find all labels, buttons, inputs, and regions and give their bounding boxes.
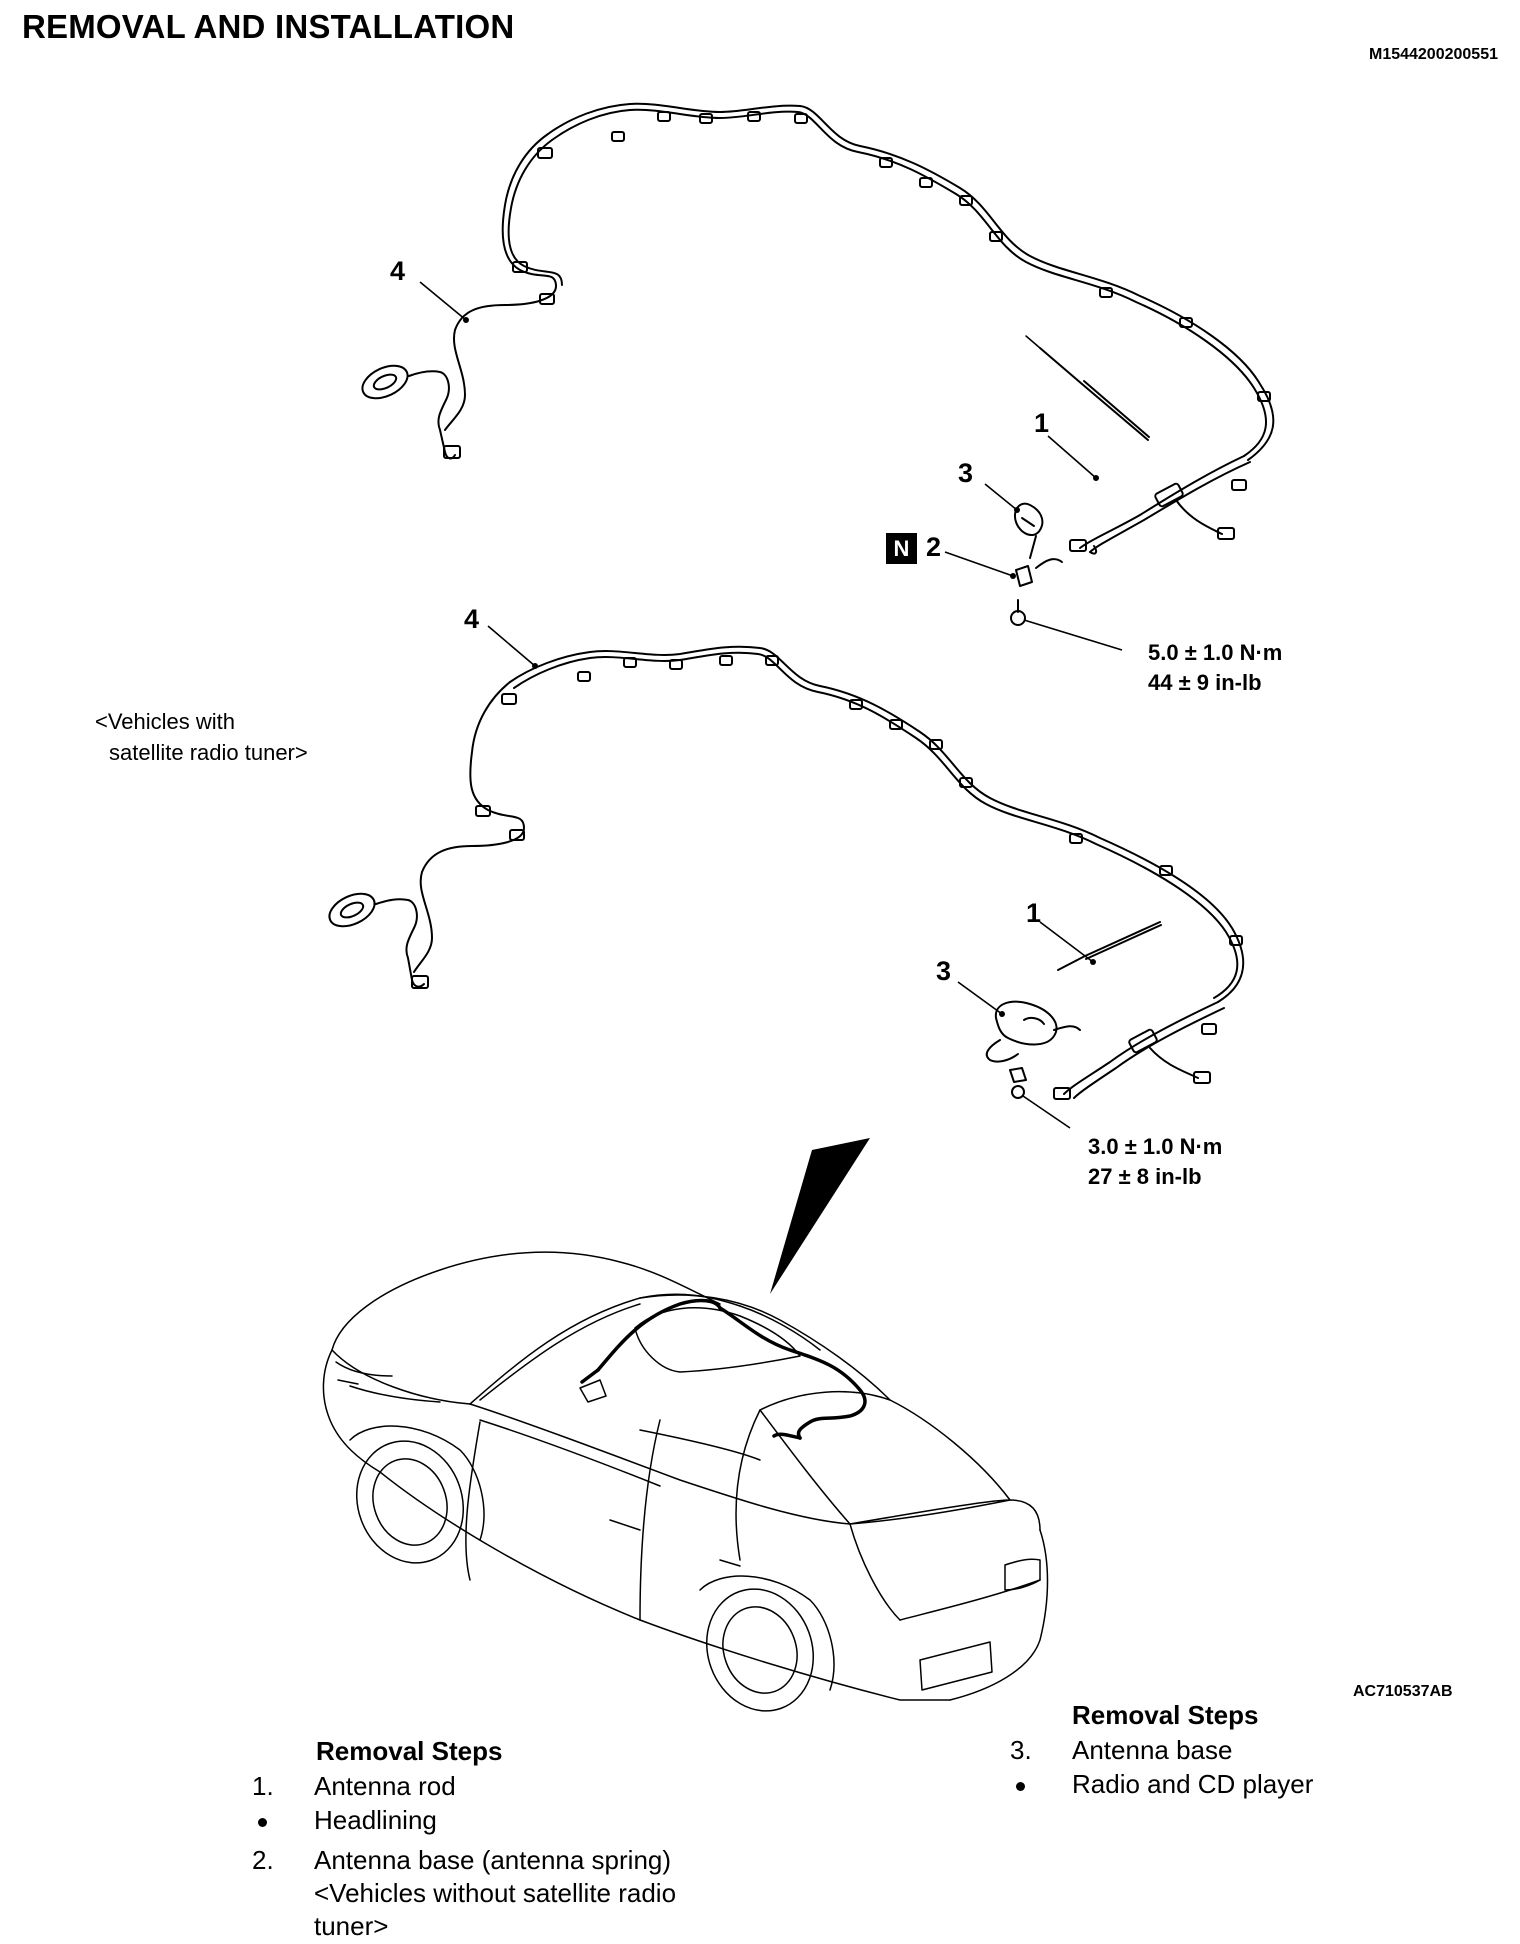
step-text: Antenna base (antenna spring) <Vehicles … [314,1845,677,1941]
bullet-icon [1016,1782,1025,1791]
step-text: Antenna base [1072,1735,1233,1765]
lower-torque-nm: 3.0 ± 1.0 N·m [1088,1134,1223,1159]
lower-antenna-base [985,1000,1081,1063]
upper-callout-3: 3 [958,458,974,488]
lower-antenna-harness [328,645,1245,1100]
variant-label: <Vehicles with satellite radio tuner> [95,706,308,768]
lower-torque-spec: 3.0 ± 1.0 N·m 27 ± 8 in-lb [1088,1132,1222,1192]
figure-id: AC710537AB [1353,1683,1453,1700]
n-mark-badge: N [886,533,917,564]
lower-antenna-rod [1057,921,1162,971]
lower-leader-1 [1039,921,1094,963]
upper-callout-1: 1 [1034,408,1050,438]
lower-torque-inlb: 27 ± 8 in-lb [1088,1164,1202,1189]
step-number: 2. [252,1845,274,1875]
step-text: Antenna rod [314,1771,456,1801]
step-item: 3. Antenna base [1010,1734,1490,1767]
upper-leader-torque [1023,619,1123,651]
step-item: Radio and CD player [1010,1768,1490,1801]
upper-antenna-harness [361,102,1275,555]
variant-label-line1: <Vehicles with [95,709,236,734]
bullet-icon [258,1818,267,1827]
variant-label-line2: satellite radio tuner> [109,740,308,765]
step-number: 1. [252,1771,274,1801]
location-pointer [770,1138,870,1294]
step-text: Headlining [314,1805,437,1835]
lower-callout-1: 1 [1026,898,1042,928]
lower-callout-4: 4 [464,604,480,634]
upper-leader-2 [944,551,1014,577]
step-text: Radio and CD player [1072,1769,1314,1799]
upper-leader-4 [419,281,467,321]
lower-leader-4 [487,625,536,667]
upper-leader-1 [1047,435,1097,479]
car-antenna-cable [580,1298,867,1440]
upper-callout-2: 2 [926,532,942,562]
removal-steps-heading-left: Removal Steps [316,1736,503,1766]
car-outline [322,1251,1049,1712]
document-id: M1544200200551 [1368,46,1498,63]
upper-torque-spec: 5.0 ± 1.0 N·m 44 ± 9 in-lb [1148,638,1282,698]
step-item: 1. Antenna rod [252,1770,752,1803]
upper-callout-4: 4 [390,256,406,286]
lower-nut [1009,1067,1027,1099]
lower-leader-torque [1022,1095,1071,1129]
step-item: Headlining [252,1804,752,1837]
upper-antenna-rod [1025,335,1150,441]
page-title: REMOVAL AND INSTALLATION [22,8,515,45]
upper-antenna-spring [1015,558,1063,587]
upper-leader-3 [984,483,1018,511]
upper-nut [1010,599,1026,626]
step-number: 3. [1010,1735,1032,1765]
upper-torque-nm: 5.0 ± 1.0 N·m [1148,640,1283,665]
upper-torque-inlb: 44 ± 9 in-lb [1148,670,1262,695]
step-item: 2. Antenna base (antenna spring) <Vehicl… [252,1844,812,1944]
removal-steps-heading-right: Removal Steps [1072,1700,1259,1730]
lower-callout-3: 3 [936,956,952,986]
lower-leader-3 [957,981,1003,1015]
